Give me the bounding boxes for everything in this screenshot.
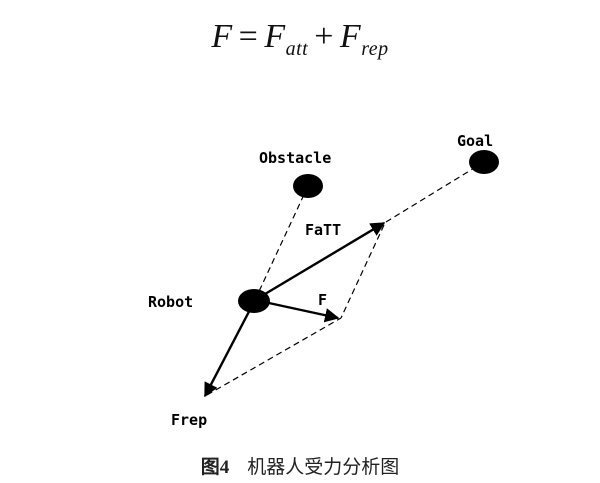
frep-label: Frep — [171, 411, 208, 429]
obstacle-label: Obstacle — [259, 149, 332, 167]
formula-plus: + — [314, 18, 334, 55]
formula-repulsive: F — [339, 18, 362, 55]
frep-arrow — [203, 299, 257, 398]
dashed-frep-f — [206, 317, 342, 396]
robot-node — [238, 289, 270, 313]
formula-att-subscript: att — [285, 38, 309, 60]
fatt-label: FaTT — [305, 221, 342, 239]
f-label: F — [318, 291, 328, 309]
force-equation: F=Fatt+Frep — [0, 18, 600, 61]
figure-title: 机器人受力分析图 — [247, 456, 400, 478]
obstacle-node — [293, 174, 323, 198]
dashed-robot-obstacle — [254, 185, 309, 301]
dashed-fatt-goal — [385, 161, 485, 223]
figure-number: 图4 — [200, 457, 230, 478]
goal-node — [469, 150, 499, 174]
formula-resultant: F — [211, 18, 233, 55]
formula-equals: = — [238, 18, 259, 55]
goal-label: Goal — [457, 132, 494, 150]
dashed-fatt-f — [340, 224, 385, 319]
robot-label: Robot — [148, 293, 194, 311]
figure-caption: 图4 机器人受力分析图 — [0, 452, 600, 479]
formula-rep-subscript: rep — [361, 38, 389, 60]
fatt-arrow — [254, 221, 386, 302]
formula-attractive: F — [264, 18, 286, 55]
